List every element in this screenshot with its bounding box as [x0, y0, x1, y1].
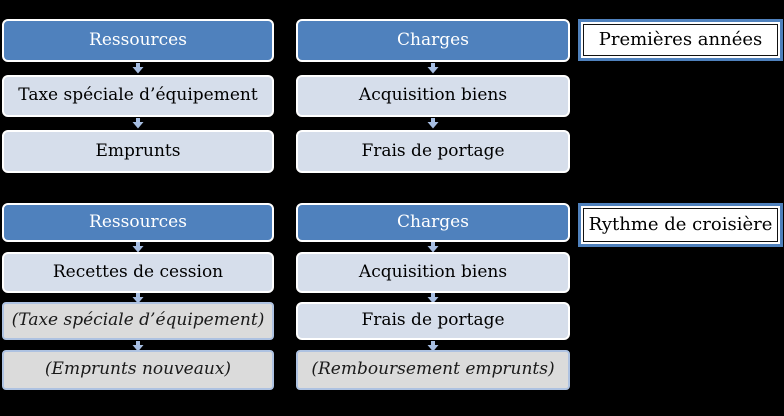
- flow-box-label: Taxe spéciale d’équipement: [18, 85, 258, 106]
- flow-box-acquisition-biens-2: Acquisition biens: [296, 252, 570, 293]
- header-label: Ressources: [89, 211, 187, 232]
- flow-box-label: Frais de portage: [361, 140, 505, 161]
- flow-box-label: (Taxe spéciale d’équipement): [11, 310, 265, 331]
- down-arrow-icon: [427, 118, 439, 129]
- down-arrow-icon: [427, 63, 439, 74]
- flow-box-label: (Remboursement emprunts): [311, 359, 555, 380]
- down-arrow-icon: [427, 341, 439, 352]
- flow-box-label: Recettes de cession: [52, 261, 224, 282]
- section-label-premieres-annees: Premières années: [578, 19, 783, 61]
- flow-box-emprunts-nouveaux: (Emprunts nouveaux): [2, 350, 274, 390]
- flow-box-emprunts: Emprunts: [2, 130, 274, 173]
- header-label: Ressources: [89, 29, 187, 50]
- flow-box-label: Emprunts: [95, 140, 181, 161]
- flow-box-frais-de-portage-2: Frais de portage: [296, 302, 570, 340]
- flow-box-label: Frais de portage: [361, 310, 505, 331]
- down-arrow-icon: [132, 293, 144, 304]
- header-label: Charges: [397, 211, 469, 232]
- down-arrow-icon: [132, 63, 144, 74]
- flow-box-label: Acquisition biens: [358, 261, 508, 282]
- flow-box-remboursement-emprunts: (Remboursement emprunts): [296, 350, 570, 390]
- down-arrow-icon: [132, 341, 144, 352]
- down-arrow-icon: [132, 242, 144, 253]
- flow-box-taxe-speciale-parenthese: (Taxe spéciale d’équipement): [2, 302, 274, 340]
- header-label: Charges: [397, 29, 469, 50]
- flow-box-taxe-speciale: Taxe spéciale d’équipement: [2, 75, 274, 117]
- flow-box-acquisition-biens-1: Acquisition biens: [296, 75, 570, 117]
- down-arrow-icon: [427, 242, 439, 253]
- down-arrow-icon: [132, 118, 144, 129]
- flow-box-frais-de-portage-1: Frais de portage: [296, 130, 570, 173]
- header-box-charges-2: Charges: [296, 203, 570, 242]
- header-box-charges-1: Charges: [296, 19, 570, 62]
- header-box-ressources-1: Ressources: [2, 19, 274, 62]
- header-box-ressources-2: Ressources: [2, 203, 274, 242]
- flow-box-label: Acquisition biens: [358, 85, 508, 106]
- section-label-inner: Premières années: [583, 24, 778, 56]
- section-label-text: Rythme de croisière: [588, 214, 773, 235]
- section-label-inner: Rythme de croisière: [583, 208, 778, 242]
- down-arrow-icon: [427, 293, 439, 304]
- section-label-text: Premières années: [598, 29, 763, 50]
- section-label-rythme-de-croisiere: Rythme de croisière: [578, 203, 783, 247]
- flow-box-label: (Emprunts nouveaux): [44, 359, 232, 380]
- flow-box-recettes-de-cession: Recettes de cession: [2, 252, 274, 293]
